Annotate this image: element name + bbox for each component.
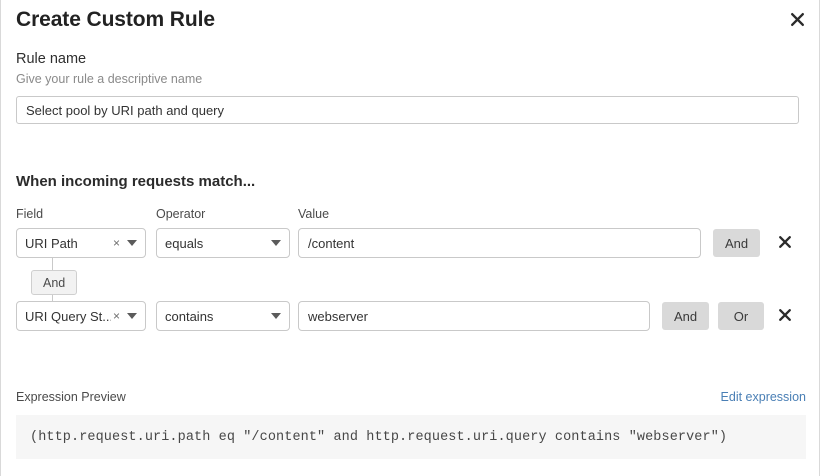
dialog-title: Create Custom Rule [16, 8, 215, 31]
field-select-value-1: URI Query St... [25, 308, 111, 324]
condition-row: URI Path × equals And [1, 228, 819, 258]
field-select-0[interactable]: URI Path × [16, 228, 146, 258]
operator-select-1[interactable]: contains [156, 301, 290, 331]
rule-name-description: Give your rule a descriptive name [16, 72, 203, 86]
chevron-down-icon [127, 313, 137, 319]
dialog-header: Create Custom Rule [1, 0, 819, 44]
field-select-1[interactable]: URI Query St... × [16, 301, 146, 331]
or-button-1[interactable]: Or [718, 302, 764, 330]
delete-condition-button-1[interactable] [773, 304, 797, 328]
operator-select-value-1: contains [165, 308, 214, 324]
condition-row: URI Query St... × contains And Or [1, 301, 819, 331]
rule-name-label: Rule name [16, 51, 87, 67]
chevron-down-icon [271, 313, 281, 319]
expression-preview-code: (http.request.uri.path eq "/content" and… [30, 429, 728, 445]
close-icon [778, 235, 792, 252]
expression-preview-label: Expression Preview [16, 390, 126, 404]
match-section-title: When incoming requests match... [16, 173, 256, 190]
rule-name-input[interactable] [16, 96, 799, 124]
close-icon [778, 308, 792, 325]
column-header-operator: Operator [156, 207, 206, 221]
edit-expression-link[interactable]: Edit expression [720, 390, 806, 404]
clear-icon[interactable]: × [112, 309, 120, 323]
chevron-down-icon [271, 240, 281, 246]
delete-condition-button-0[interactable] [773, 231, 797, 255]
close-dialog-button[interactable] [784, 6, 810, 32]
and-button-0[interactable]: And [713, 229, 761, 257]
column-header-field: Field [16, 207, 44, 221]
chevron-down-icon [127, 240, 137, 246]
and-button-1[interactable]: And [662, 302, 710, 330]
rule-name-section: Rule name Give your rule a descriptive n… [16, 50, 806, 124]
operator-select-value-0: equals [165, 235, 204, 251]
value-input-0[interactable] [298, 228, 701, 258]
column-header-value: Value [298, 207, 330, 221]
field-select-value-0: URI Path [25, 235, 78, 251]
value-input-1[interactable] [298, 301, 650, 331]
connector-and-badge[interactable]: And [31, 270, 78, 295]
condition-connector: And [16, 258, 136, 318]
expression-preview-header: Expression Preview Edit expression [16, 390, 806, 408]
operator-select-0[interactable]: equals [156, 228, 290, 258]
clear-icon[interactable]: × [112, 236, 120, 250]
condition-column-headers: Field Operator Value [1, 207, 819, 223]
expression-preview-box: (http.request.uri.path eq "/content" and… [16, 415, 806, 459]
close-icon [790, 12, 805, 27]
